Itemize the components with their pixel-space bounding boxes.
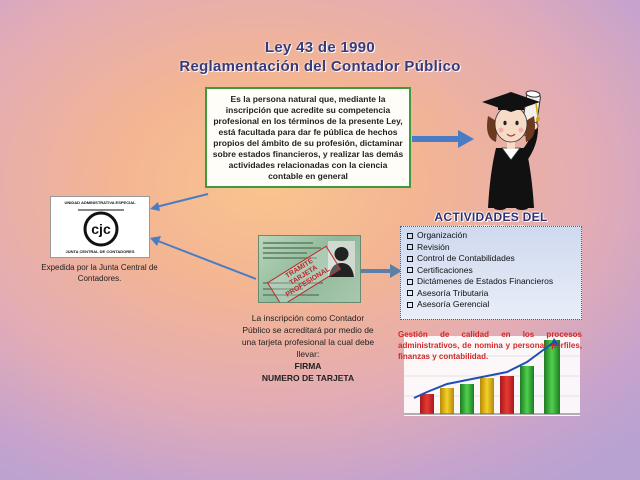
definition-text: Es la persona natural que, mediante la i… — [212, 93, 404, 181]
arrow-card-to-activities-icon — [360, 264, 402, 278]
graduate-illustration — [482, 90, 541, 210]
activity-item: Asesoría Tributaria — [407, 288, 575, 300]
growth-chart-illustration — [404, 336, 580, 416]
checkbox-icon — [407, 244, 413, 251]
activity-item: Certificaciones — [407, 265, 575, 277]
activity-item: Organización — [407, 230, 575, 242]
inscription-item-numero: NUMERO DE TARJETA — [261, 373, 355, 383]
activities-list: Organización Revisión Control de Contabi… — [400, 226, 582, 320]
page-title: Ley 43 de 1990 Reglamentación del Contad… — [0, 38, 640, 76]
card-photo — [328, 241, 355, 277]
arrow-to-logo-icon — [150, 193, 209, 211]
logo-top-text: UNIDAD ADMINISTRATIVA ESPECIAL — [64, 200, 136, 205]
svg-text:cjc: cjc — [91, 221, 111, 237]
activity-item: Revisión — [407, 242, 575, 254]
checkbox-icon — [407, 301, 413, 308]
junta-central-logo: UNIDAD ADMINISTRATIVA ESPECIAL cjc JUNTA… — [50, 196, 150, 258]
logo-bottom-text: JUNTA CENTRAL DE CONTADORES — [65, 249, 135, 254]
checkbox-icon — [407, 278, 413, 285]
title-line-1: Ley 43 de 1990 — [264, 39, 376, 56]
definition-box: Es la persona natural que, mediante la i… — [205, 87, 411, 188]
title-line-2: Reglamentación del Contador Público — [179, 58, 461, 75]
jcc-emblem-icon: cjc — [78, 209, 124, 247]
activity-item: Asesoría Gerencial — [407, 299, 575, 311]
activity-item: Dictámenes de Estados Financieros — [407, 276, 575, 288]
arrow-to-graduate-icon — [412, 130, 474, 148]
arrow-card-to-logo-icon — [150, 236, 257, 280]
activity-item: Control de Contabilidades — [407, 253, 575, 265]
checkbox-icon — [407, 267, 413, 274]
inscription-text-block: La inscripción como Contador Público se … — [238, 312, 378, 384]
checkbox-icon — [407, 290, 413, 297]
checkbox-icon — [407, 232, 413, 239]
professional-card-image: TRAMITE TARJETA PROFESIONAL — [258, 235, 361, 303]
logo-caption: Expedida por la Junta Central de Contado… — [41, 263, 158, 283]
inscription-item-firma: FIRMA — [294, 361, 322, 371]
inscription-text: La inscripción como Contador Público se … — [241, 313, 375, 359]
quality-text: Gestión de calidad en los procesos admin… — [398, 330, 582, 361]
checkbox-icon — [407, 255, 413, 262]
